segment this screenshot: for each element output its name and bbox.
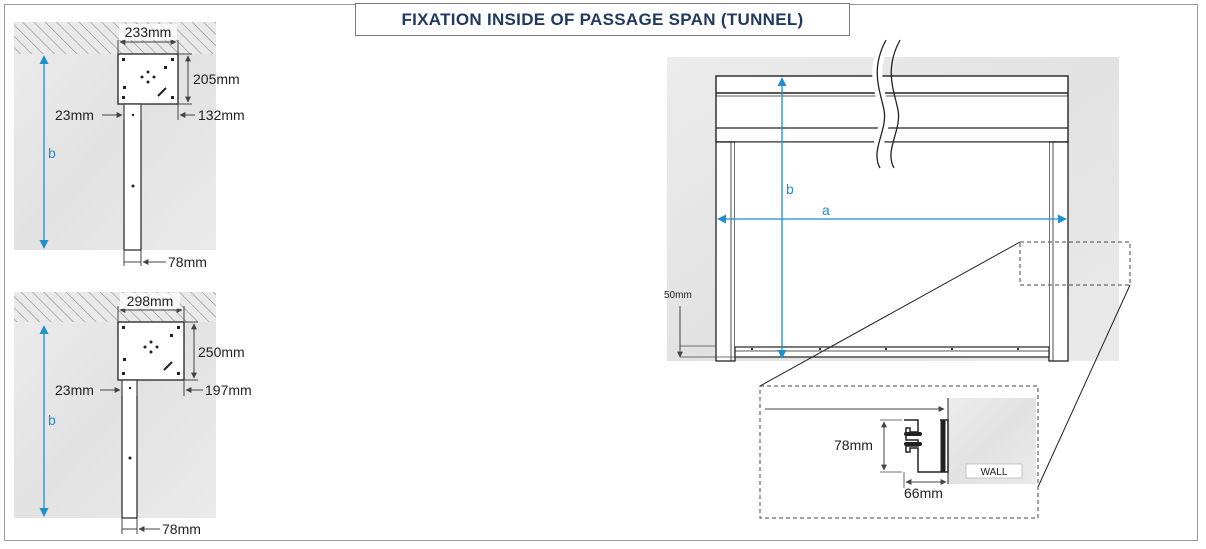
ceiling-hatch [14, 22, 216, 54]
dim-post-bottom: 78mm [162, 521, 201, 537]
dim-b-top: b [48, 145, 56, 161]
dim-right-offset-bottom: 197mm [205, 382, 252, 398]
page-title: FIXATION INSIDE OF PASSAGE SPAN (TUNNEL) [401, 9, 804, 29]
dim-width-top: 233mm [125, 24, 172, 40]
door-housing [715, 75, 1069, 143]
detail-top: 233mm 205mm 23mm 132mm b 78mm [14, 22, 245, 270]
dim-left-offset-bottom: 23mm [55, 382, 94, 398]
mounting-plate [117, 53, 179, 105]
title-box: FIXATION INSIDE OF PASSAGE SPAN (TUNNEL) [355, 3, 850, 36]
right-guide [1048, 141, 1069, 362]
main-view: b a 50mm [664, 37, 1131, 362]
break-line [890, 39, 901, 169]
dim-a-main: a [822, 202, 830, 218]
wall-label-box [965, 463, 1023, 479]
wall-label: WALL [981, 467, 1008, 478]
dim-height-top: 205mm [193, 71, 240, 87]
leader-line [759, 241, 1021, 387]
break-line [876, 39, 887, 169]
dim-width-bottom: 298mm [127, 293, 174, 309]
dim-post-top: 78mm [168, 254, 207, 270]
dim-right-offset-top: 132mm [198, 107, 245, 123]
dim-gap-main: 50mm [664, 290, 692, 301]
dim-height-zoom: 78mm [834, 437, 873, 453]
leader-line [1037, 284, 1131, 488]
ceiling-hatch [14, 292, 216, 322]
dim-left-offset-top: 23mm [55, 107, 94, 123]
left-guide [715, 141, 736, 362]
dim-width-zoom: 66mm [904, 485, 943, 501]
plate-holes [122, 326, 180, 375]
detail-bottom: 298mm 250mm 23mm 197mm b 78mm [14, 292, 252, 537]
plate-holes [122, 58, 174, 99]
bottom-bar [734, 346, 1050, 358]
post [123, 103, 142, 251]
dim-height-bottom: 250mm [198, 344, 245, 360]
post [121, 379, 138, 519]
dim-b-main: b [786, 181, 794, 197]
dim-b-bottom: b [48, 412, 56, 428]
zoom-detail: WALL 78mm 66mm [759, 385, 1039, 519]
